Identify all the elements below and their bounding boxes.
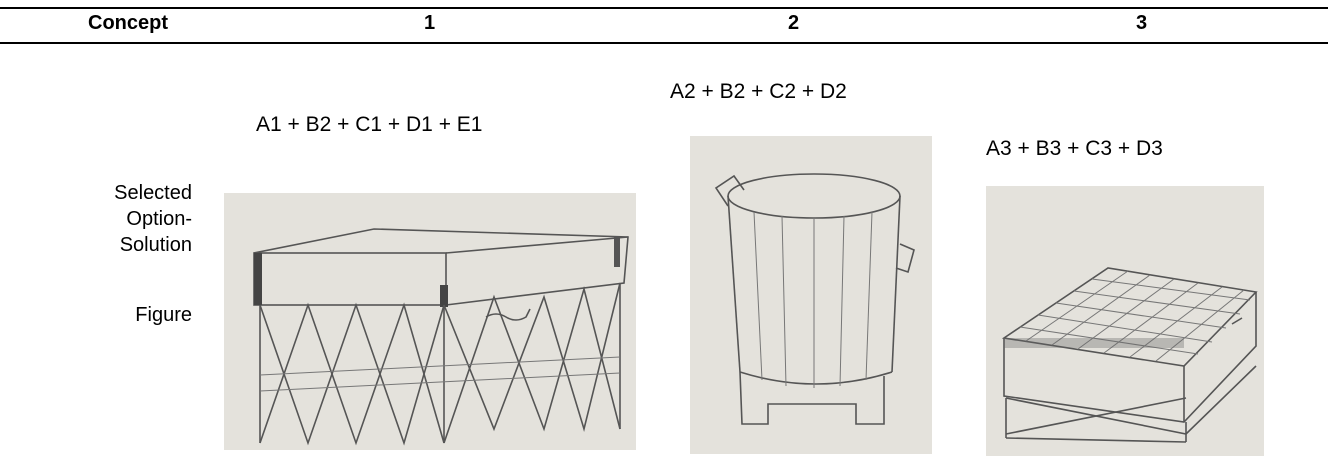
row-label-option: Option- [126, 208, 192, 230]
header-concept-1: 1 [424, 12, 436, 34]
header-concept: Concept [88, 12, 168, 34]
row-label-solution: Solution [119, 234, 192, 256]
concept-3-formula: A3 + B3 + C3 + D3 [986, 137, 1163, 160]
header-concept-2: 2 [788, 12, 800, 34]
concept-2-sketch-image [690, 136, 932, 454]
concept-2-formula: A2 + B2 + C2 + D2 [670, 80, 847, 103]
concept-3-sketch-image [986, 186, 1264, 456]
concept-1-formula: A1 + B2 + C1 + D1 + E1 [256, 113, 483, 136]
table-top-rule [0, 7, 1328, 9]
table-header-rule [0, 42, 1328, 44]
concept-1-sketch-image [224, 193, 636, 450]
row-label-figure: Figure [135, 304, 192, 326]
row-label-selected: Selected [114, 182, 192, 204]
header-concept-3: 3 [1136, 12, 1148, 34]
